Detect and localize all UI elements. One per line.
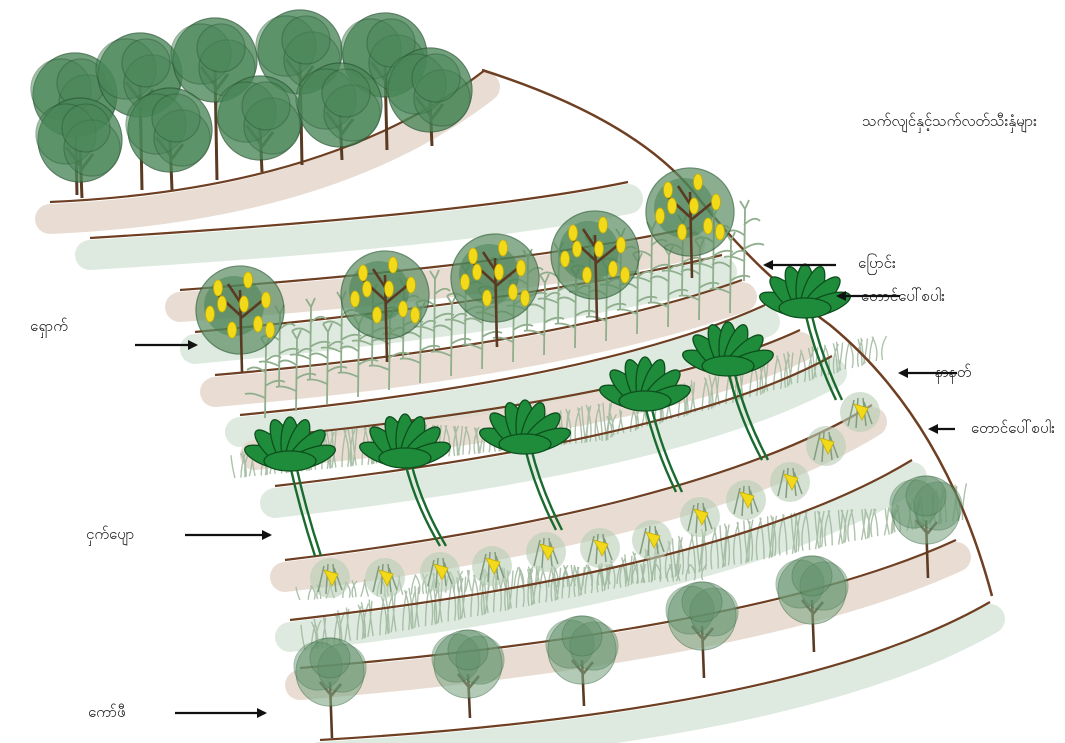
small-plant: [726, 480, 766, 520]
citrus-fruit: [690, 198, 699, 214]
citrus-fruit: [206, 306, 215, 322]
citrus-fruit: [469, 248, 478, 264]
citrus-fruit: [363, 281, 372, 297]
citrus-fruit: [495, 264, 504, 280]
small-plant: [806, 426, 846, 466]
citrus-fruit: [359, 265, 368, 281]
citrus-fruit: [385, 281, 394, 297]
corn-label: ပြောင်း: [858, 254, 896, 272]
small-plant: [840, 392, 880, 432]
small-plant: [420, 552, 460, 592]
tree-canopy: [412, 54, 460, 102]
coffee-canopy: [310, 638, 350, 678]
citrus-fruit: [599, 217, 608, 233]
citrus-fruit: [411, 307, 420, 323]
small-plant: [526, 532, 566, 572]
citrus-fruit: [509, 284, 518, 300]
citrus-fruit: [712, 194, 721, 210]
tree-canopy: [122, 39, 170, 87]
crops-title-label: သက်လျင်နှင့်သက်လတ်သီးနှံများ: [862, 112, 1037, 130]
fan-leaf-base: [379, 448, 431, 468]
citrus-fruit: [240, 296, 249, 312]
coffee-canopy: [792, 556, 832, 596]
upland-rice-label-1: တောင်ပေါ်စပါး: [861, 287, 945, 305]
citrus-fruit: [664, 182, 673, 198]
citrus-fruit: [569, 225, 578, 241]
small-plant: [680, 497, 720, 537]
citrus-fruit: [561, 251, 570, 267]
citrus-fruit: [595, 241, 604, 257]
forest-tree: [126, 88, 212, 190]
forest-tree: [216, 76, 302, 172]
citrus-fruit: [461, 274, 470, 290]
citrus-fruit: [473, 264, 482, 280]
citrus-fruit: [373, 307, 382, 323]
small-plant: [310, 558, 350, 598]
citrus-fruit: [583, 267, 592, 283]
tree-canopy: [282, 16, 330, 64]
citrus-fruit: [389, 257, 398, 273]
small-plant: [632, 520, 672, 560]
citrus-fruit: [214, 280, 223, 296]
citrus-fruit: [483, 290, 492, 306]
citrus-fruit: [656, 208, 665, 224]
tree-canopy: [197, 24, 245, 72]
tree-canopy: [322, 69, 370, 117]
banana-label: ငှက်ပျော: [86, 525, 134, 543]
citrus-fruit: [218, 296, 227, 312]
citrus-fruit: [716, 224, 725, 240]
citrus-fruit: [694, 174, 703, 190]
fan-leaf-base: [619, 391, 671, 411]
citrus-fruit: [407, 277, 416, 293]
citrus-fruit: [499, 240, 508, 256]
citrus-fruit: [266, 322, 275, 338]
coffee-tree: [294, 638, 366, 738]
coffee-tree: [432, 630, 504, 718]
coffee-canopy: [448, 630, 488, 670]
citrus-fruit: [228, 322, 237, 338]
coffee-tree: [546, 616, 618, 706]
tree-canopy: [62, 104, 110, 152]
citrus-fruit: [678, 224, 687, 240]
citrus-fruit: [262, 292, 271, 308]
citrus-label: ရှောက်: [30, 317, 68, 335]
small-plant: [770, 462, 810, 502]
upland-rice-label-2: တောင်ပေါ်စပါး: [971, 419, 1055, 437]
small-plant: [472, 546, 512, 586]
coffee-tree: [776, 556, 848, 652]
forest-tree: [36, 98, 122, 198]
forest-trees: [31, 10, 472, 198]
citrus-fruit: [517, 260, 526, 276]
citrus-fruit: [704, 218, 713, 234]
citrus-fruit: [668, 198, 677, 214]
small-plant: [580, 528, 620, 568]
citrus-fruit: [621, 267, 630, 283]
citrus-fruit: [244, 272, 253, 288]
citrus-fruit: [617, 237, 626, 253]
fan-leaf-base: [264, 451, 316, 471]
pineapple-label: နာနတ်: [935, 363, 971, 381]
tree-canopy: [242, 82, 290, 130]
coffee-label: ကော်ဖီ: [88, 703, 126, 721]
citrus-fruit: [399, 301, 408, 317]
fan-leaf-base: [499, 434, 551, 454]
fan-leaf-base: [779, 298, 831, 318]
coffee-canopy: [906, 476, 946, 516]
coffee-canopy: [682, 582, 722, 622]
citrus-fruit: [351, 291, 360, 307]
citrus-fruit: [254, 316, 263, 332]
coffee-canopy: [562, 616, 602, 656]
citrus-fruit: [609, 261, 618, 277]
fan-leaf-base: [702, 356, 754, 376]
citrus-fruit: [521, 290, 530, 306]
small-plant: [365, 558, 405, 598]
citrus-fruit: [573, 241, 582, 257]
coffee-tree: [666, 582, 738, 678]
tree-canopy: [152, 94, 200, 142]
